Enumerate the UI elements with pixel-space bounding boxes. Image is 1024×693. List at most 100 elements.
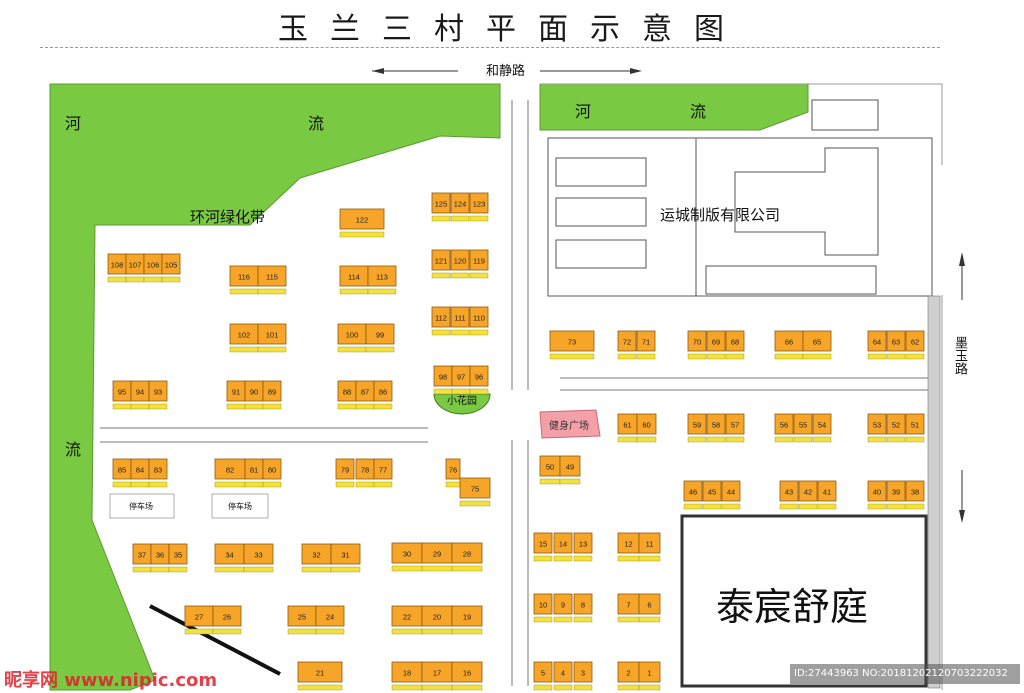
building-label-105: 105 (165, 261, 178, 270)
fitness-label: 健身广场 (549, 421, 589, 432)
parking-strip (798, 503, 818, 510)
building-label-115: 115 (266, 273, 278, 282)
parking-strip (905, 503, 925, 510)
building-39 (886, 480, 906, 502)
building-label-96: 96 (475, 373, 483, 382)
parking-strip (617, 353, 637, 360)
building-label-88: 88 (343, 388, 351, 397)
parking-strip (161, 276, 181, 283)
building-123 (469, 192, 489, 214)
parking-strip (793, 436, 813, 443)
building-4 (553, 661, 573, 683)
parking-strip (905, 436, 925, 443)
parking-strip (355, 481, 375, 488)
parking-strip (150, 566, 170, 573)
parking-strip (469, 215, 489, 222)
road-label-top: 和静路 (486, 64, 526, 79)
building-label-25: 25 (298, 613, 306, 622)
building-15 (533, 532, 553, 554)
building-label-22: 22 (403, 613, 411, 622)
building-5 (533, 661, 553, 683)
building-14 (553, 532, 573, 554)
parking-strip (287, 628, 317, 635)
parking-strip (450, 215, 470, 222)
parking-strip (638, 555, 661, 562)
building-label-42: 42 (804, 488, 812, 497)
building-35 (168, 543, 188, 565)
building-label-15: 15 (539, 540, 547, 549)
building-76 (445, 458, 461, 480)
parking-strip (125, 276, 145, 283)
building-label-2: 2 (626, 669, 630, 678)
parking-strip (469, 388, 489, 395)
building-label-95: 95 (118, 388, 126, 397)
parking-strip (168, 566, 188, 573)
building-label-12: 12 (624, 540, 632, 549)
building-label-107: 107 (129, 261, 142, 270)
parking-strip (229, 346, 259, 353)
parking-strip (391, 628, 423, 635)
parking-strip (683, 503, 703, 510)
building-label-16: 16 (463, 669, 471, 678)
parking-strip (262, 481, 282, 488)
building-8 (573, 593, 593, 615)
building-41 (817, 480, 837, 502)
building-label-75: 75 (471, 485, 479, 494)
building-70 (687, 330, 707, 352)
parking-strip (257, 288, 287, 295)
building-120 (450, 249, 470, 271)
parking-strip (450, 329, 470, 336)
building-label-3: 3 (581, 669, 585, 678)
building-label-79: 79 (341, 466, 349, 475)
building-label-27: 27 (195, 613, 203, 622)
building-label-112: 112 (435, 314, 447, 323)
building-label-6: 6 (647, 601, 651, 610)
building-44 (721, 480, 741, 502)
building-label-108: 108 (111, 261, 124, 270)
parking-strip (431, 329, 451, 336)
building-label-39: 39 (892, 488, 900, 497)
parking-strip (706, 353, 726, 360)
parking-strip (339, 288, 369, 295)
building-label-52: 52 (892, 421, 900, 430)
building-label-55: 55 (799, 421, 807, 430)
building-label-100: 100 (346, 331, 359, 340)
parking-strip (573, 684, 593, 691)
river-green-belt-left (49, 83, 501, 691)
building-19 (451, 605, 483, 627)
building-96 (469, 365, 489, 387)
parking-strip (244, 481, 264, 488)
parking-strip (107, 276, 127, 283)
building-label-102: 102 (238, 331, 251, 340)
parking-label-1: 停车场 (129, 502, 153, 511)
building-label-33: 33 (254, 551, 262, 560)
building-112 (431, 306, 451, 328)
building-77 (373, 458, 393, 480)
parking-strip (421, 565, 453, 572)
parking-strip (867, 436, 887, 443)
building-113 (367, 265, 397, 287)
parking-strip (533, 684, 553, 691)
building-105 (161, 253, 181, 275)
parking-strip (539, 478, 561, 485)
building-54 (812, 413, 832, 435)
parking-strip (573, 555, 593, 562)
building-label-90: 90 (250, 388, 258, 397)
building-111 (450, 306, 470, 328)
parking-strip (297, 684, 343, 691)
parking-strip (431, 272, 451, 279)
building-label-19: 19 (463, 613, 471, 622)
building-label-28: 28 (463, 550, 471, 559)
greenbelt-label: 环河绿化带 (190, 208, 266, 226)
watermark-id: ID:27443963 NO:20181202120703222032 (790, 664, 1020, 684)
building-79 (335, 458, 355, 480)
parking-strip (779, 503, 799, 510)
building-label-77: 77 (379, 466, 387, 475)
building-label-70: 70 (693, 338, 701, 347)
building-label-62: 62 (911, 338, 919, 347)
building-label-125: 125 (435, 200, 448, 209)
building-label-80: 80 (268, 466, 276, 475)
parking-strip (638, 684, 661, 691)
parking-strip (802, 353, 832, 360)
